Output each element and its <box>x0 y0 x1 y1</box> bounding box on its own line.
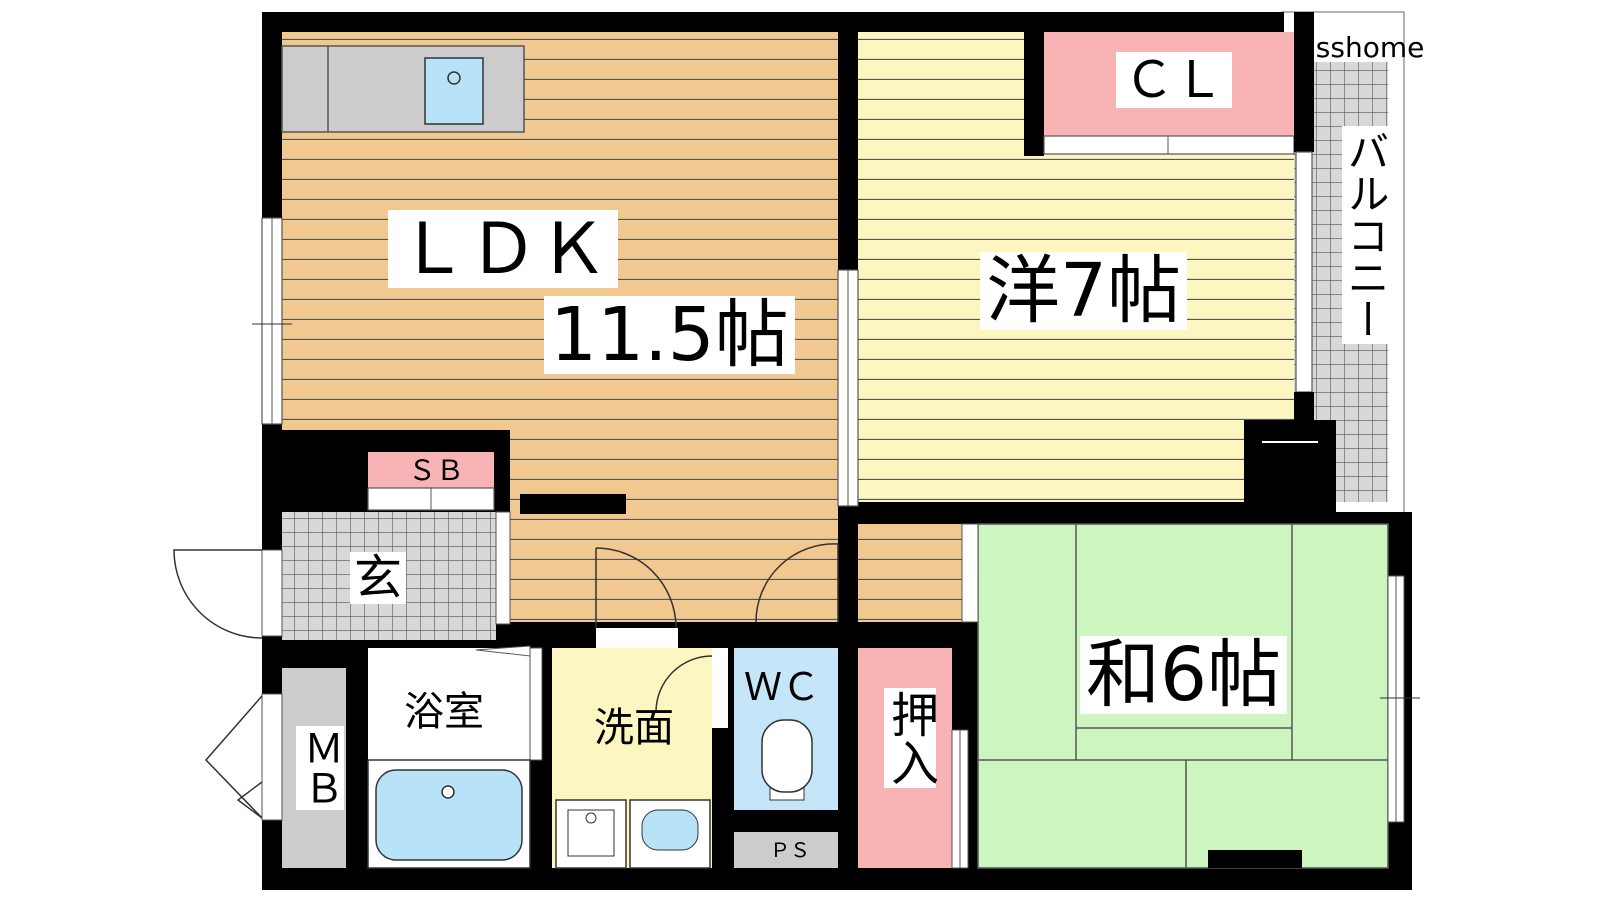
pipe-space-label: ＰＳ <box>770 838 810 862</box>
pillar <box>1244 420 1336 512</box>
closet-label: ＣＬ <box>1116 52 1232 108</box>
washroom-label: 洗面 <box>594 705 674 751</box>
sink-icon <box>424 57 484 125</box>
ldk-floor-lower <box>510 430 838 622</box>
japanese-room-label: 和6帖 <box>1080 636 1288 714</box>
balcony-label: バルコニー <box>1341 126 1390 344</box>
pipe-space <box>734 832 838 868</box>
shoebox <box>368 452 494 488</box>
shoebox-label: ＳＢ <box>408 454 465 487</box>
bath-label: 浴室 <box>402 689 486 735</box>
hallway-floor <box>858 524 962 622</box>
ldk-size-label: 11.5帖 <box>544 296 795 374</box>
watermark: isshome <box>1308 31 1425 64</box>
kitchen-counter <box>281 45 525 133</box>
wc-label: ＷＣ <box>744 665 821 709</box>
entrance-label: 玄 <box>350 552 407 604</box>
ldk-name-label: ＬＤＫ <box>388 210 618 288</box>
western-window <box>1295 151 1313 393</box>
meter-box-label: ＭＢ <box>296 726 344 810</box>
western-room-label: 洋7帖 <box>980 252 1188 330</box>
closet-doors <box>1043 135 1295 155</box>
oshiire-label: 押入 <box>882 688 938 788</box>
door-swing-icon <box>173 549 263 639</box>
